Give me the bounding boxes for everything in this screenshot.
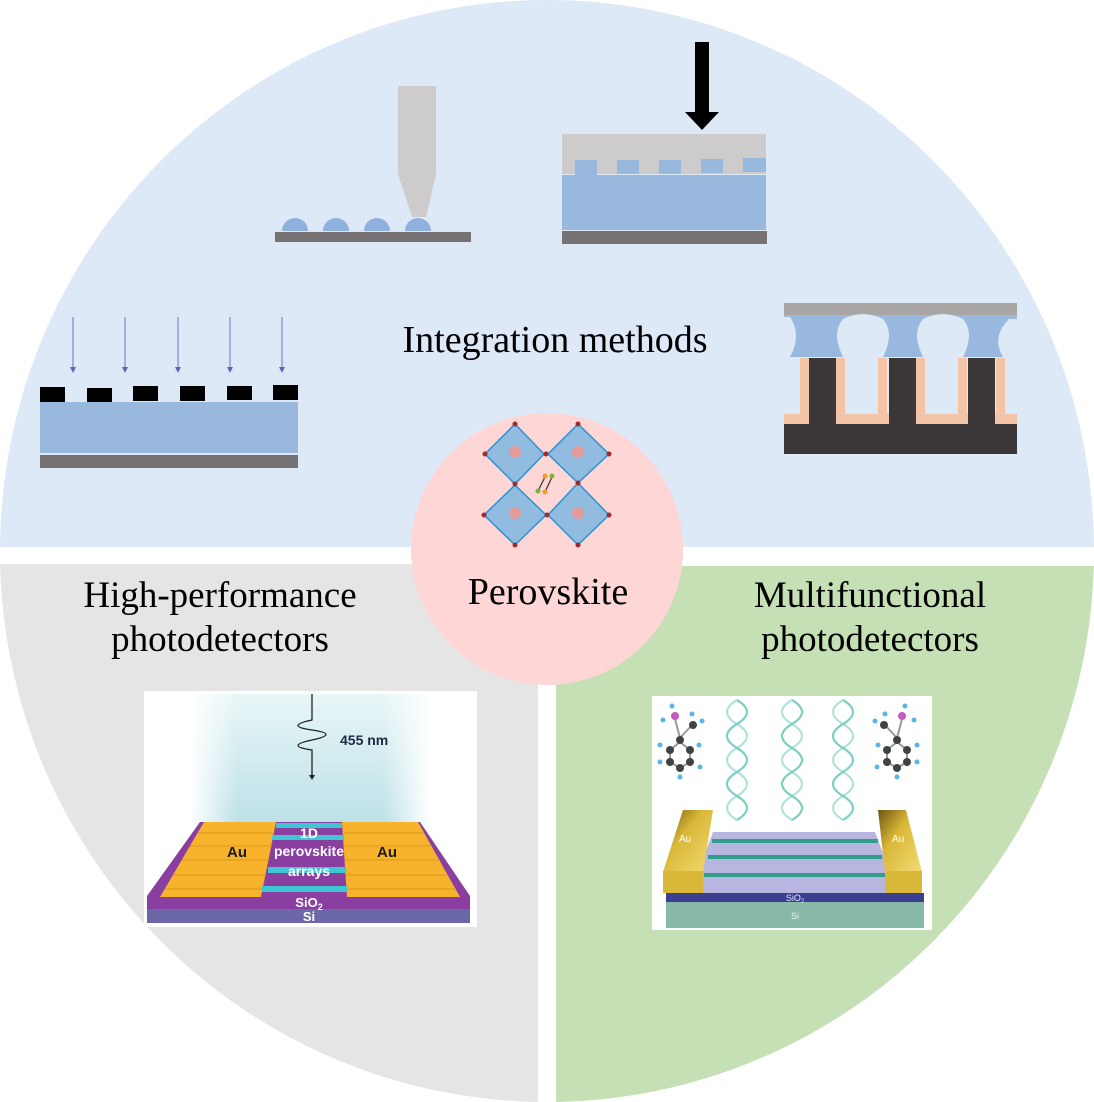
channel-label-2: perovskite (274, 843, 344, 859)
si-label: Si (791, 911, 799, 921)
layer-sio2 (666, 893, 924, 902)
sio2-sub: 2 (318, 902, 323, 912)
template-void (837, 314, 889, 357)
sio2-main: SiO (295, 895, 317, 910)
multifunctional-inset (652, 696, 932, 930)
droplet (364, 218, 390, 231)
pillar (968, 358, 995, 424)
litho-substrate (40, 455, 298, 468)
coating-layer (800, 358, 810, 418)
imprint-substrate (562, 231, 767, 244)
coating-layer (836, 358, 845, 418)
integration-methods-title: Integration methods (402, 319, 708, 361)
template-fill (784, 315, 1017, 357)
pillar-base (784, 424, 1017, 454)
wavelength-label: 455 nm (340, 732, 388, 748)
si-label: Si (303, 909, 315, 924)
template-void (917, 314, 969, 357)
au-label-right: Au (892, 834, 904, 845)
multifunctional-title: Multifunctional photodetectors (753, 575, 987, 661)
photomask-block (133, 386, 158, 401)
uv-exposure-arrows-icon (70, 317, 285, 373)
substrate-si (666, 901, 924, 928)
coating-layer (958, 358, 967, 418)
arrow-head (309, 775, 315, 780)
channel-base (690, 832, 898, 893)
pillar (889, 358, 916, 424)
droplet (282, 218, 308, 231)
inkjet-printing-schematic (275, 86, 471, 242)
au-electrode-right (878, 810, 922, 872)
imprint-mold (532, 134, 766, 174)
au-label-left: Au (227, 844, 247, 861)
droplet (323, 218, 349, 231)
photomask-block (180, 386, 205, 401)
nanoimprint-schematic (532, 42, 767, 244)
photoresist-film (40, 402, 298, 453)
imprint-feature (743, 158, 766, 172)
pillar-template-schematic (784, 303, 1017, 454)
chiral-molecule-icon (657, 703, 705, 780)
perovskite-nanowires (262, 823, 347, 892)
imprint-film (532, 175, 766, 230)
au-electrode-left (663, 810, 713, 872)
light-wave-icon (297, 694, 327, 778)
perovskite-nanowires (704, 839, 886, 877)
imprint-feature (701, 159, 723, 173)
pillar (809, 358, 836, 424)
perovskite-title: Perovskite (467, 571, 629, 613)
sio2-label: SiO2 (295, 895, 322, 912)
sio2-label: SiO2 (786, 893, 805, 905)
sio2-sub: 2 (801, 899, 805, 905)
perovskite-center-circle (411, 413, 683, 685)
template-top-plate (784, 303, 1017, 315)
press-down-arrow-icon (685, 112, 719, 130)
coating-layer (916, 358, 925, 418)
high-performance-inset (144, 691, 477, 927)
inkjet-substrate (275, 232, 471, 242)
perovskite-octahedra-icon (481, 421, 612, 548)
circular-polarized-light-icon (725, 699, 855, 821)
au-label-left: Au (679, 834, 691, 845)
chiral-molecule-icon (872, 703, 920, 780)
photomask-block (227, 386, 252, 400)
channel-label-3: arrays (288, 863, 330, 879)
photomask-block (87, 388, 112, 402)
template-void (998, 319, 1017, 357)
channel-label-1: 1D (300, 825, 318, 841)
imprint-feature (575, 160, 597, 178)
substrate-si (147, 908, 470, 923)
high-performance-title: High-performance photodetectors (83, 575, 357, 661)
template-void (784, 317, 796, 357)
au-electrode-right-front (885, 871, 922, 893)
droplet (405, 218, 431, 231)
press-arrow-shaft (695, 42, 709, 112)
au-label-right: Au (377, 844, 397, 861)
photomask-block (273, 385, 298, 400)
inkjet-nozzle-icon (398, 86, 436, 217)
au-electrode-left-front (663, 871, 703, 893)
coating-layer (996, 358, 1005, 418)
imprint-feature (659, 160, 681, 174)
coating-layer (878, 358, 887, 418)
photolithography-schematic (40, 317, 298, 468)
sio2-main: SiO (786, 893, 801, 903)
imprint-feature (617, 160, 639, 174)
photomask-block (40, 387, 65, 402)
